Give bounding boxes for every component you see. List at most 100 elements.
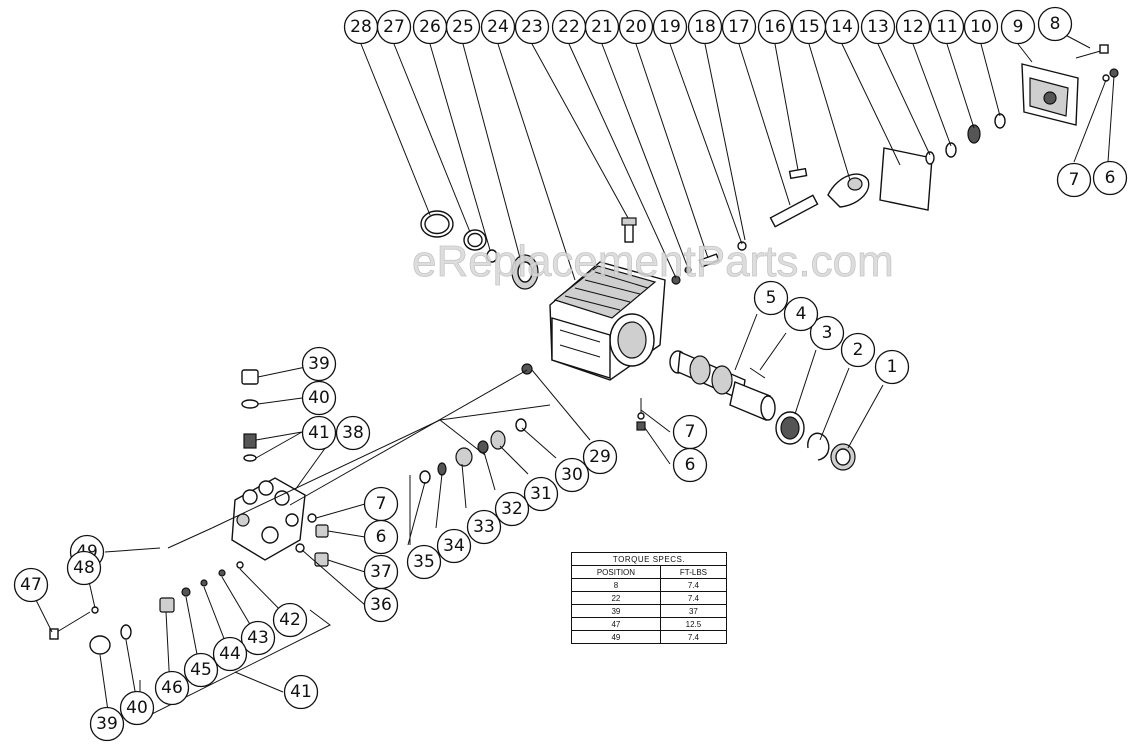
callout-number: 14 [831,17,853,37]
table-row: 47 12.5 [571,617,728,631]
callout-number: 10 [970,17,992,37]
callout-circle [874,349,910,385]
callout-number: 30 [561,465,583,485]
callout-circle [584,9,620,45]
callout-number: 22 [558,17,580,37]
callout-circle [721,9,757,45]
callout-circle [154,670,190,706]
callout-number: 27 [383,17,405,37]
callout-circle [335,415,371,451]
callout-number: 47 [20,575,42,595]
callout-6: 6 [672,447,708,483]
torque-table-title: TORQUE SPECS. [571,552,727,566]
position-cell: 47 [571,617,661,631]
callout-number: 28 [350,17,372,37]
callout-circle [240,620,276,656]
torque-cell: 12.5 [659,617,728,631]
callout-28: 28 [343,9,379,45]
callout-circle [89,706,125,742]
callout-number: 11 [936,17,958,37]
callout-31: 31 [523,476,559,512]
callout-circle [809,315,845,351]
callout-number: 38 [342,423,364,443]
callout-circle [929,9,965,45]
position-cell: 49 [571,630,661,644]
callout-circle [283,674,319,710]
callout-circle [494,491,530,527]
callout-circle [376,9,412,45]
callout-number: 1 [887,357,898,377]
callout-32: 32 [494,491,530,527]
callout-38: 38 [335,415,371,451]
callout-circle [860,9,896,45]
callout-number: 7 [685,422,696,442]
callout-41: 41 [283,674,319,710]
callout-circle [363,587,399,623]
callout-number: 15 [798,17,820,37]
callout-40: 40 [301,380,337,416]
table-row: 22 7.4 [571,591,728,605]
callout-20: 20 [618,9,654,45]
callout-circle [895,9,931,45]
callout-number: 24 [487,17,509,37]
callout-33: 33 [466,509,502,545]
callout-3: 3 [809,315,845,351]
callout-number: 40 [126,698,148,718]
callout-circle [687,9,723,45]
callout-23: 23 [514,9,550,45]
callout-39: 39 [301,346,337,382]
callout-circle [436,528,472,564]
callout-10: 10 [963,9,999,45]
callout-2: 2 [840,332,876,368]
callout-number: 45 [190,660,212,680]
callout-circle [272,602,308,638]
callout-13: 13 [860,9,896,45]
callout-number: 20 [625,17,647,37]
callout-number: 7 [376,494,387,514]
position-cell: 8 [571,578,661,592]
torque-cell: 37 [659,604,728,618]
callout-24: 24 [480,9,516,45]
table-row: 39 37 [571,604,728,618]
callout-37: 37 [363,554,399,590]
torque-cell: 7.4 [659,630,728,644]
torque-table-header-row: POSITION FT-LBS [571,565,728,579]
callout-circle [582,439,618,475]
callout-number: 39 [308,354,330,374]
callout-6: 6 [1092,160,1128,196]
callout-number: 33 [473,517,495,537]
callout-number: 37 [370,562,392,582]
callout-circle [445,9,481,45]
callout-6: 6 [363,519,399,555]
callout-circle [480,9,516,45]
torque-cell: 7.4 [659,578,728,592]
callout-circle [1000,9,1036,45]
callout-number: 39 [96,714,118,734]
callout-5: 5 [753,280,789,316]
callout-circle [757,9,793,45]
callout-35: 35 [406,544,442,580]
callout-number: 18 [694,17,716,37]
callout-circle [301,380,337,416]
callout-number: 40 [308,388,330,408]
callout-43: 43 [240,620,276,656]
torque-cell: 7.4 [659,591,728,605]
callout-circle [466,509,502,545]
callout-4: 4 [783,296,819,332]
callout-number: 36 [370,595,392,615]
callout-number: 5 [766,288,777,308]
callout-47: 47 [13,567,49,603]
callout-18: 18 [687,9,723,45]
callout-circle [824,9,860,45]
callout-number: 35 [413,552,435,572]
callout-29: 29 [582,439,618,475]
parts-drawing [49,44,1119,655]
callout-number: 29 [589,447,611,467]
callout-46: 46 [154,670,190,706]
callout-circle [554,457,590,493]
callout-16: 16 [757,9,793,45]
callout-number: 12 [902,17,924,37]
callout-number: 9 [1013,17,1024,37]
callout-27: 27 [376,9,412,45]
